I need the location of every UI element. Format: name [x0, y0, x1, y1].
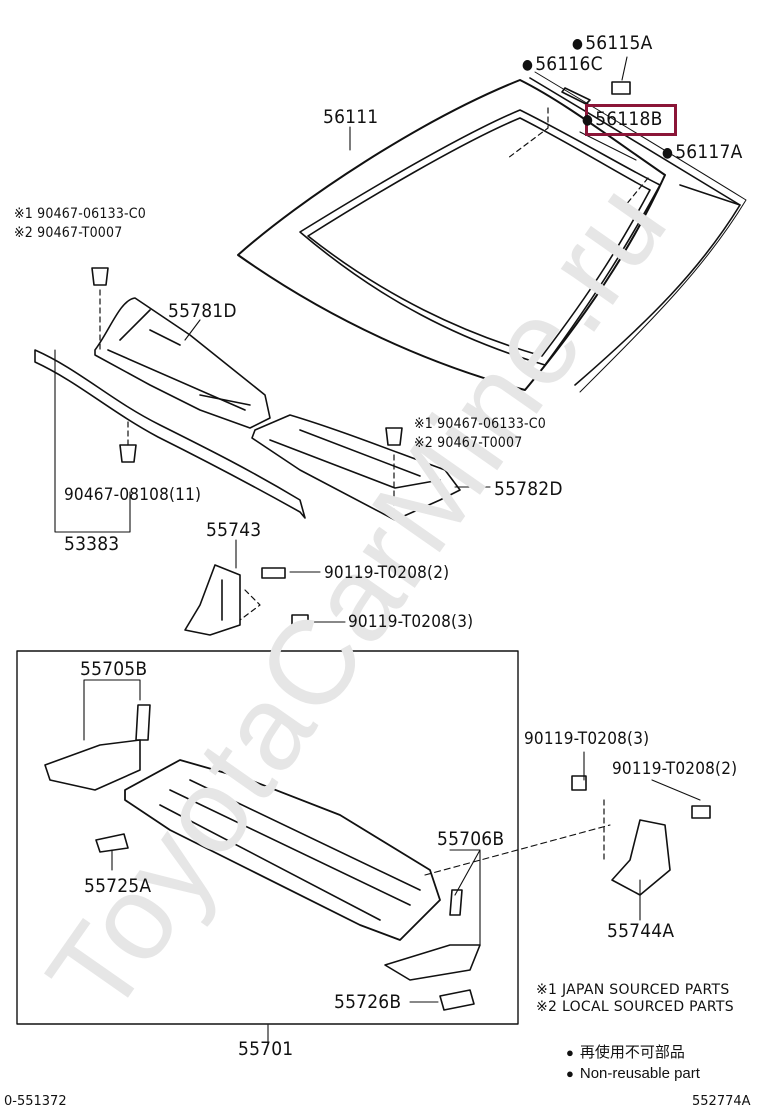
part-label-56116C[interactable]: 56116C: [522, 55, 603, 74]
bolt-55743: [261, 567, 309, 629]
fastener-label-clip-right-2[interactable]: ※2 90467-T0007: [414, 435, 523, 451]
part-label-56115A[interactable]: 56115A: [572, 34, 652, 53]
cowl-top-55781D: [94, 297, 271, 429]
bullet-icon: ●: [566, 1045, 574, 1060]
fastener-label-bolt-55743-b[interactable]: 90119-T0208(3): [348, 612, 474, 632]
part-label-55726B[interactable]: 55726B: [334, 991, 402, 1013]
note-local-sourced: ※2 LOCAL SOURCED PARTS: [536, 999, 734, 1015]
bracket-55744A: [611, 819, 671, 896]
fastener-label-clip-right-1[interactable]: ※1 90467-06133-C0: [414, 416, 546, 432]
part-label-53383[interactable]: 53383: [64, 533, 120, 555]
clip-08108: [119, 444, 137, 463]
plate-55725A: [95, 833, 129, 853]
cowl-top-55782D: [251, 414, 461, 521]
cowl-panel-55701: [124, 759, 441, 941]
footer-left-code: 0-551372: [4, 1094, 67, 1109]
part-label-55743[interactable]: 55743: [206, 519, 262, 541]
bracket-55705B: [44, 704, 151, 791]
fastener-label-clip-08108[interactable]: 90467-08108(11): [64, 485, 202, 505]
legend-jp: ● 再使用不可部品: [566, 1045, 685, 1060]
bracket-55706B: [384, 889, 481, 981]
clip-56115A: [611, 81, 631, 95]
bolt-55744A: [571, 775, 711, 819]
fastener-label-clip-left-1[interactable]: ※1 90467-06133-C0: [14, 206, 146, 222]
legend-en: ● Non-reusable part: [566, 1066, 700, 1081]
clip-right: [385, 427, 403, 446]
legend-jp-text: 再使用不可部品: [579, 1044, 685, 1061]
fastener-label-clip-left-2[interactable]: ※2 90467-T0007: [14, 225, 123, 241]
legend-en-text: Non-reusable part: [579, 1065, 700, 1082]
part-label-55781D[interactable]: 55781D: [168, 300, 237, 322]
part-label-55744A[interactable]: 55744A: [607, 920, 675, 942]
part-label-55725A[interactable]: 55725A: [84, 875, 152, 897]
part-label-56111[interactable]: 56111: [323, 106, 379, 128]
bracket-55743: [184, 564, 241, 636]
bullet-icon: ●: [566, 1066, 574, 1081]
footer-right-code: 552774A: [692, 1094, 751, 1109]
plate-55726B: [439, 989, 475, 1011]
fastener-label-bolt-55744-a[interactable]: 90119-T0208(3): [524, 729, 650, 749]
part-label-56118B[interactable]: 56118B: [582, 110, 663, 129]
fastener-label-bolt-55744-b[interactable]: 90119-T0208(2): [612, 759, 738, 779]
clip-left: [91, 267, 109, 286]
part-label-55782D[interactable]: 55782D: [494, 478, 563, 500]
part-label-56117A[interactable]: 56117A: [662, 143, 742, 162]
note-japan-sourced: ※1 JAPAN SOURCED PARTS: [536, 982, 730, 998]
part-label-55701[interactable]: 55701: [238, 1038, 294, 1060]
part-label-55706B[interactable]: 55706B: [437, 828, 505, 850]
part-label-55705B[interactable]: 55705B: [80, 658, 148, 680]
fastener-label-bolt-55743-a[interactable]: 90119-T0208(2): [324, 563, 450, 583]
seal-53383: [34, 349, 306, 519]
windshield-glass: [237, 79, 666, 391]
